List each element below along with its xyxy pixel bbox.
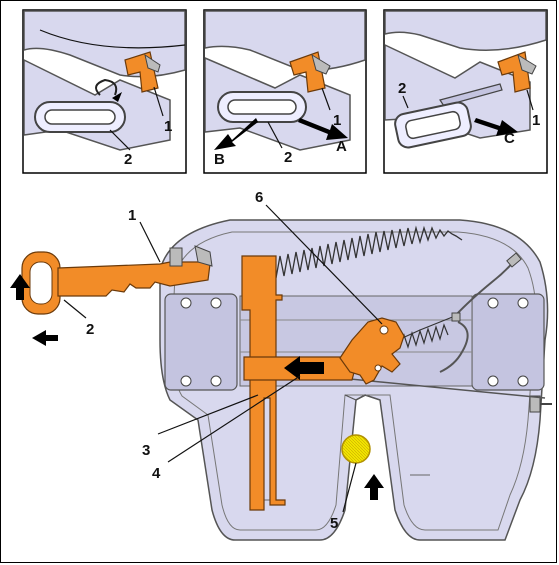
inset-panel-1: 1 2	[22, 9, 187, 174]
arrow-B-icon	[214, 118, 258, 150]
arrow-A-icon	[298, 118, 348, 140]
sensor-up-arrow-icon	[364, 474, 384, 500]
sensor	[341, 434, 371, 464]
slider-arrow-icon	[284, 356, 324, 380]
main-callout-3: 3	[142, 442, 150, 459]
release-handle	[21, 245, 213, 315]
main-callout-6: 6	[255, 189, 263, 206]
arrow-C-icon	[474, 118, 518, 136]
main-callout-5: 5	[330, 515, 338, 532]
release-cable	[339, 252, 546, 399]
rotate-arrow-icon	[95, 78, 118, 96]
left-mount-pad	[164, 293, 238, 391]
inset1-callout-2: 2	[124, 151, 132, 168]
inset3-callout-C: C	[504, 130, 515, 147]
main-callout-1: 1	[128, 207, 136, 224]
inset3-callout-2: 2	[398, 80, 406, 97]
main-callout-4: 4	[152, 465, 161, 482]
slider-part	[243, 356, 357, 381]
inset2-callout-A: A	[336, 138, 347, 155]
inset2-callout-2: 2	[284, 149, 292, 166]
left-arrow-icon	[32, 330, 58, 346]
up-arrow-icon	[10, 274, 30, 300]
right-mount-pad	[471, 293, 545, 391]
locking-bar	[241, 255, 286, 511]
inset3-callout-1: 1	[532, 112, 540, 129]
locking-jaw	[339, 317, 405, 385]
inset-panel-3: 1 2 C	[383, 9, 548, 174]
main-callout-2: 2	[86, 321, 94, 338]
inset1-callout-1: 1	[164, 118, 172, 135]
inset2-callout-1: 1	[333, 112, 341, 129]
inset-panel-2: 1 2 A B	[203, 9, 367, 174]
inset2-callout-B: B	[214, 151, 225, 168]
spring	[267, 225, 463, 279]
